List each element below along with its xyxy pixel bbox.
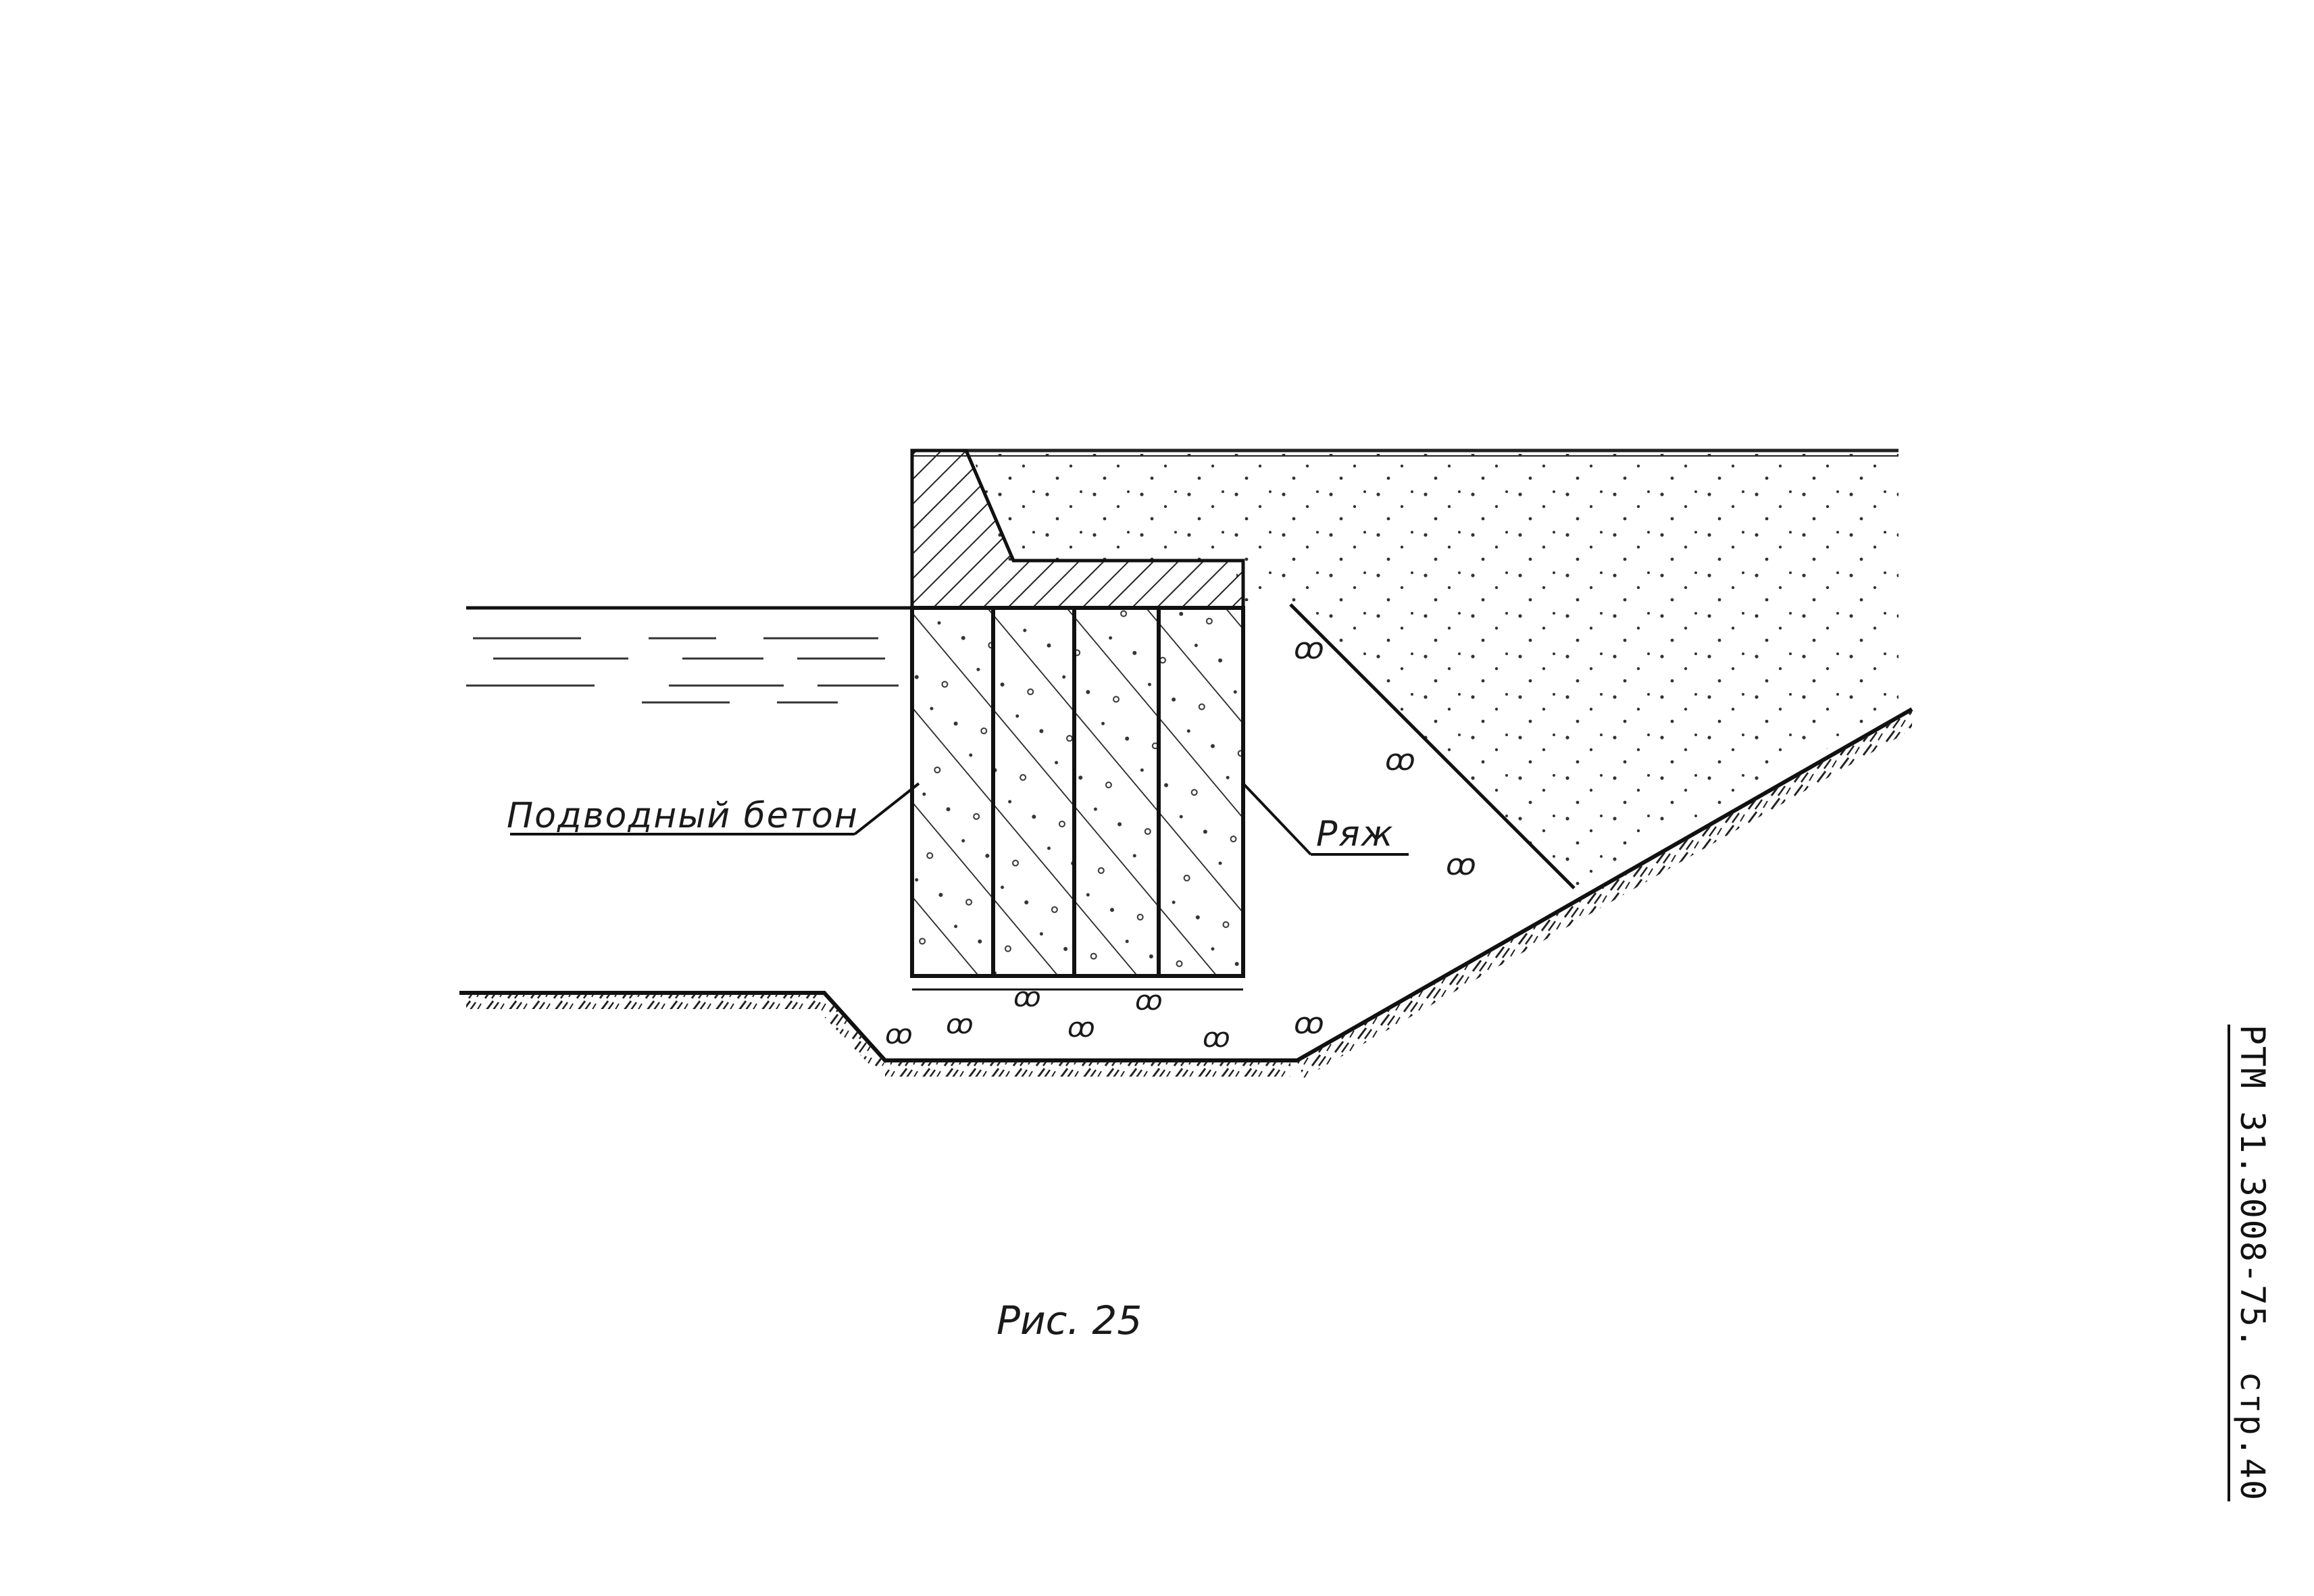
svg-text:ꝏ: ꝏ (946, 1009, 974, 1040)
ground-line (459, 707, 1913, 1078)
svg-text:ꝏ: ꝏ (1385, 743, 1415, 777)
document-reference-text: РТМ 31.3008-75. стр.40 (2228, 1024, 2272, 1502)
svg-text:ꝏ: ꝏ (1294, 1006, 1324, 1041)
label-underwater-concrete: Подводный бетон (507, 796, 859, 836)
leader-underwater-concrete-arrow (853, 782, 920, 835)
svg-text:ꝏ: ꝏ (1446, 848, 1476, 882)
stone-bedding: ꝏ ꝏ ꝏ ꝏ ꝏ ꝏ (885, 982, 1230, 1054)
crib-wall (910, 606, 1245, 991)
sand-backfill (912, 448, 1898, 888)
water-surface (466, 606, 912, 704)
svg-text:ꝏ: ꝏ (1294, 632, 1324, 666)
rubble-prism: ꝏ ꝏ ꝏ ꝏ (1289, 603, 1576, 1041)
svg-text:ꝏ: ꝏ (1203, 1023, 1230, 1054)
svg-text:ꝏ: ꝏ (1135, 985, 1163, 1016)
svg-text:ꝏ: ꝏ (1013, 982, 1041, 1013)
figure-caption: Рис. 25 (997, 1297, 1142, 1343)
leader-crib-arrow (1242, 782, 1312, 856)
label-crib: Ряж (1316, 814, 1394, 854)
svg-text:ꝏ: ꝏ (1067, 1012, 1095, 1044)
document-reference: РТМ 31.3008-75. стр.40 (2223, 1024, 2277, 1502)
svg-text:ꝏ: ꝏ (885, 1019, 913, 1050)
